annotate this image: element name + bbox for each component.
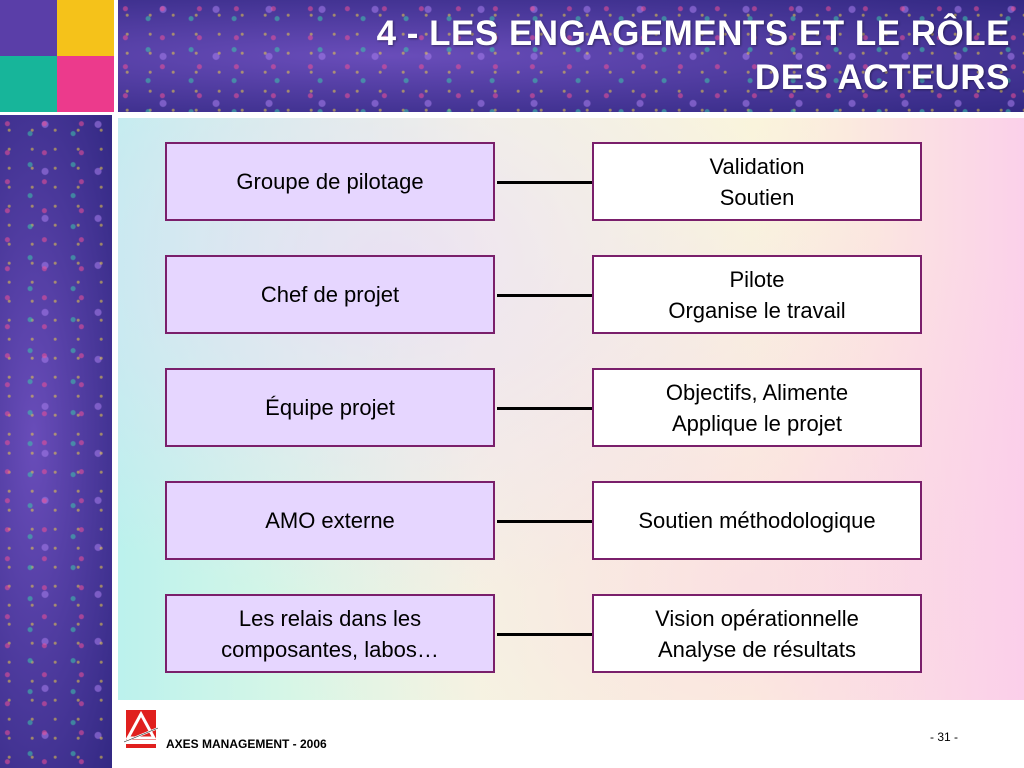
actor-box: Équipe projet <box>165 368 495 447</box>
role-description-line: Pilote <box>729 266 785 292</box>
axes-management-logo-icon <box>123 708 159 752</box>
actor-label-line: Les relais dans les <box>238 605 422 631</box>
actor-label-line: AMO externe <box>265 508 395 533</box>
corner-tile-teal <box>0 56 57 112</box>
role-description-box: Soutien méthodologique <box>592 481 922 560</box>
actor-label-line: composantes, labos… <box>221 636 439 662</box>
role-description-line: Soutien <box>719 184 795 210</box>
connector-line <box>497 406 592 410</box>
role-description-line: Objectifs, Alimente <box>665 379 849 405</box>
role-description-line: Vision opérationnelle <box>655 605 859 631</box>
role-description-line: Organise le travail <box>668 297 846 323</box>
actor-box: Groupe de pilotage <box>165 142 495 221</box>
actor-box: Chef de projet <box>165 255 495 334</box>
role-description-line: Soutien méthodologique <box>638 508 876 533</box>
role-description-line: Validation <box>709 153 805 179</box>
corner-tile-yellow <box>57 0 114 56</box>
connector-line <box>497 293 592 297</box>
actor-label-line: Chef de projet <box>260 282 400 307</box>
corner-tile-purple <box>0 0 57 56</box>
actor-box: Les relais dans les composantes, labos… <box>165 594 495 673</box>
role-description-line: Analyse de résultats <box>657 636 857 662</box>
slide-title: 4 - LES ENGAGEMENTS ET LE RÔLE DES ACTEU… <box>150 12 1010 100</box>
actor-label-line: Équipe projet <box>265 395 395 420</box>
actor-box: AMO externe <box>165 481 495 560</box>
slide-title-line-1: 4 - LES ENGAGEMENTS ET LE RÔLE <box>376 14 1010 53</box>
connector-line <box>497 632 592 636</box>
role-description-line: Applique le projet <box>671 410 842 436</box>
actor-label-line: Groupe de pilotage <box>236 169 424 194</box>
connector-line <box>497 519 592 523</box>
title-bar: 4 - LES ENGAGEMENTS ET LE RÔLE DES ACTEU… <box>118 0 1024 112</box>
connector-line <box>497 180 592 184</box>
slide-title-line-2: DES ACTEURS <box>754 58 1010 97</box>
page-number: - 31 - <box>930 730 959 744</box>
left-texture-column <box>0 115 112 768</box>
footer-company-text: AXES MANAGEMENT - 2006 <box>166 737 327 751</box>
corner-tile-pink <box>57 56 114 112</box>
